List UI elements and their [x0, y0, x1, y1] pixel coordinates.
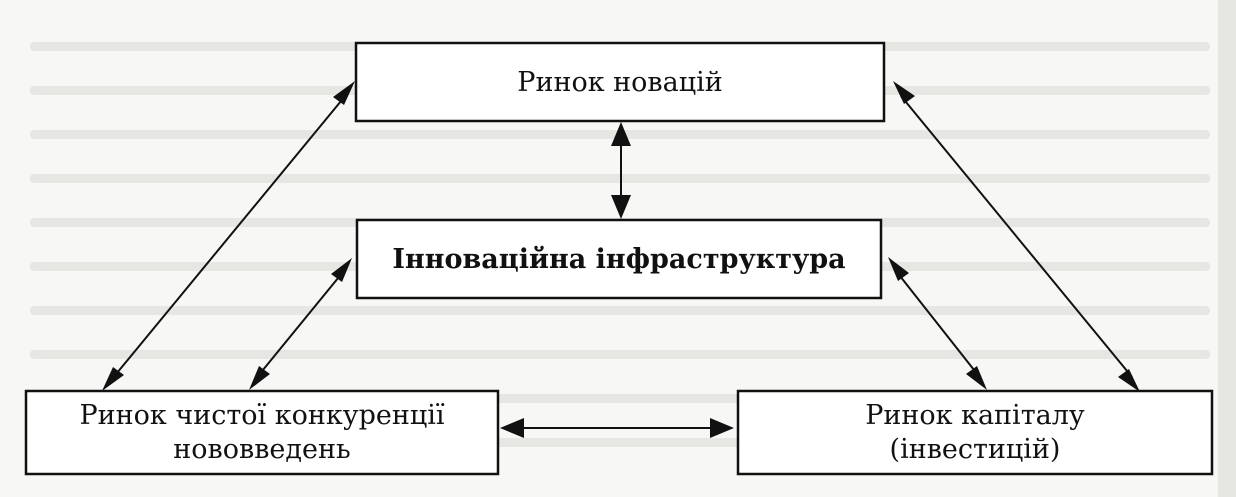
- node-market-competition: Ринок чистої конкуренції нововведень: [24, 389, 500, 476]
- edge-infrastructure-capital: [895, 270, 979, 376]
- node-market-capital: Ринок капіталу (інвестицій): [736, 389, 1214, 476]
- edge-innovations-capital: [900, 95, 1133, 378]
- arrowhead: [611, 122, 631, 146]
- node-market-capital-line-2: (інвестицій): [890, 434, 1061, 465]
- arrowhead: [710, 418, 734, 438]
- node-market-competition-line-2: нововведень: [173, 434, 350, 465]
- connectors: [102, 81, 1140, 438]
- node-market-innovations: Ринок новацій: [354, 41, 886, 123]
- arrowhead: [102, 367, 124, 391]
- node-infrastructure-label: Інноваційна інфраструктура: [392, 244, 845, 275]
- arrowhead: [331, 258, 352, 282]
- node-market-capital-line-1: Ринок капіталу: [865, 400, 1085, 431]
- arrowhead: [893, 81, 915, 104]
- edge-innovations-competition: [111, 94, 347, 380]
- arrowhead: [966, 366, 987, 390]
- arrowhead: [611, 195, 631, 219]
- node-market-competition-line-1: Ринок чистої конкуренції: [79, 400, 444, 431]
- arrowhead: [333, 81, 355, 105]
- node-infrastructure: Інноваційна інфраструктура: [355, 218, 883, 300]
- arrowhead: [249, 366, 270, 390]
- arrowhead: [500, 418, 524, 438]
- node-market-innovations-label: Ринок новацій: [517, 67, 722, 98]
- edge-infrastructure-competition: [257, 271, 344, 377]
- arrowhead: [1118, 369, 1140, 392]
- arrowhead: [888, 257, 909, 281]
